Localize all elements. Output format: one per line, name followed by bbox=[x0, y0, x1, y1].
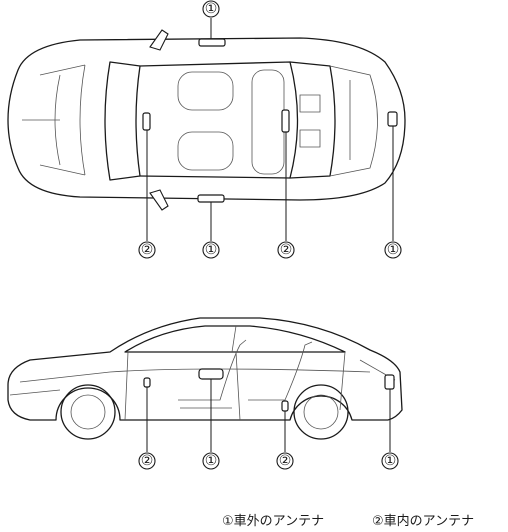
mirror-right bbox=[149, 189, 169, 211]
top-interior-antenna-front bbox=[142, 112, 151, 131]
side-interior-antenna-front bbox=[143, 377, 151, 388]
side-exterior-antenna-trunk bbox=[384, 374, 395, 390]
top-hood-lines bbox=[22, 64, 86, 176]
front-wheel-hub bbox=[70, 394, 106, 430]
top-body-outline bbox=[7, 37, 406, 201]
callout-label: ② bbox=[279, 453, 292, 469]
top-rear-window bbox=[289, 61, 336, 179]
callout-circle bbox=[202, 0, 220, 18]
callout-circle bbox=[381, 452, 399, 470]
rear-wheel bbox=[293, 384, 349, 440]
callout-circle bbox=[138, 452, 156, 470]
top-trunk-lines bbox=[329, 65, 378, 177]
legend-interior-antenna: ②車内のアンテナ bbox=[372, 513, 474, 529]
rear-seat-divisions bbox=[299, 94, 321, 148]
callout-label: ① bbox=[205, 1, 218, 17]
side-interior-antenna-rear bbox=[281, 400, 289, 412]
car-top-view bbox=[7, 29, 406, 211]
side-windows bbox=[124, 325, 346, 353]
legend: ①車外のアンテナ ②車内のアンテナ bbox=[222, 513, 474, 529]
side-pillars bbox=[124, 325, 346, 421]
callout-circle bbox=[384, 241, 402, 259]
side-body-outline bbox=[7, 317, 403, 421]
callout-label: ① bbox=[387, 242, 400, 258]
callout-circle bbox=[138, 241, 156, 259]
callout-label: ① bbox=[384, 453, 397, 469]
front-seat-left bbox=[177, 71, 234, 111]
callout-label: ② bbox=[141, 242, 154, 258]
front-seat-side bbox=[178, 339, 247, 409]
callout-circle bbox=[202, 452, 220, 470]
front-wheel bbox=[60, 384, 116, 440]
top-windshield bbox=[104, 61, 141, 181]
top-exterior-antenna-trunk bbox=[387, 111, 398, 127]
top-cabin bbox=[139, 61, 299, 179]
legend-exterior-antenna: ①車外のアンテナ bbox=[222, 514, 324, 529]
callout-label: ① bbox=[205, 453, 218, 469]
rear-seat-side bbox=[248, 341, 313, 401]
callout-label: ② bbox=[280, 242, 293, 258]
side-body-lines bbox=[9, 359, 396, 396]
rear-seat bbox=[251, 69, 285, 175]
mirror-left bbox=[149, 29, 169, 51]
top-callouts: ① ② ① ② ① bbox=[138, 0, 402, 259]
callout-label: ① bbox=[205, 242, 218, 258]
top-exterior-antenna-top bbox=[198, 38, 226, 47]
top-exterior-antenna-bottom bbox=[197, 194, 225, 203]
front-seat-right bbox=[177, 131, 234, 171]
callout-circle bbox=[276, 452, 294, 470]
top-interior-antenna-rear bbox=[281, 109, 290, 133]
callout-circle bbox=[202, 241, 220, 259]
callout-label: ② bbox=[141, 453, 154, 469]
car-side-view bbox=[7, 317, 403, 440]
side-exterior-antenna-door bbox=[198, 368, 224, 380]
rear-wheel-hub bbox=[303, 394, 339, 430]
callout-circle bbox=[277, 241, 295, 259]
side-callouts: ② ① ② ① bbox=[138, 379, 399, 470]
